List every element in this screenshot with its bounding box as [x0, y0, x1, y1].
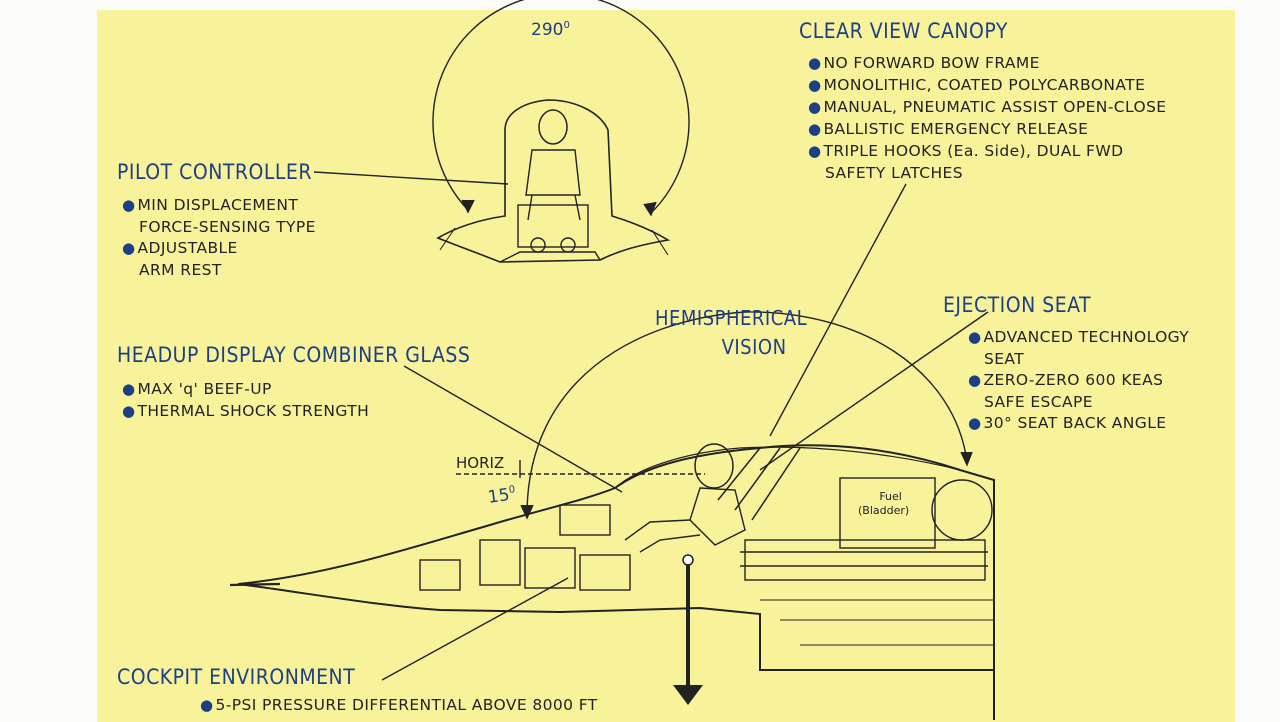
hemi-line-1: HEMISPHERICAL	[655, 306, 808, 330]
angle-290-label: 2900	[531, 20, 570, 40]
instrument-panel	[559, 504, 611, 536]
hemi-line-2: VISION	[721, 335, 787, 359]
bullet-text: FORCE-SENSING TYPE	[139, 218, 316, 236]
angle-value: 290	[531, 20, 564, 40]
hemispherical-label: HEMISPHERICAL VISION	[655, 304, 807, 362]
bullet-text: SEAT	[984, 349, 1025, 368]
canopy-bullets: ●NO FORWARD BOW FRAME ●MONOLITHIC, COATE…	[808, 52, 1167, 184]
bullet-dot-icon: ●	[808, 98, 822, 116]
bullet-text: ARM REST	[139, 261, 222, 279]
fuel-line-2: (Bladder)	[858, 504, 910, 517]
bullet-text: 30° SEAT BACK ANGLE	[983, 414, 1167, 432]
canopy-title: CLEAR VIEW CANOPY	[799, 19, 1008, 43]
degree-mark: 0	[563, 20, 570, 31]
pilot-controller-bullet-1: ●MIN DISPLACEMENT FORCE-SENSING TYPE	[122, 194, 316, 238]
gun-housing	[744, 539, 986, 581]
nose-probe	[229, 582, 281, 587]
pilot-controller-title: PILOT CONTROLLER	[117, 160, 312, 184]
bullet-text: ADVANCED TECHNOLOGY	[983, 328, 1190, 346]
pilot-side-helmet	[694, 443, 734, 489]
bullet-dot-icon: ●	[968, 414, 982, 432]
pilot-front-legs	[527, 194, 581, 221]
angle-value: 15	[486, 485, 511, 508]
bullet-text: BALLISTIC EMERGENCY RELEASE	[823, 120, 1089, 138]
arc-arrowhead-left	[461, 199, 475, 214]
front-view-lower	[499, 251, 601, 263]
ejection-seat-bullets: ●ADVANCED TECHNOLOGY SEAT ●ZERO-ZERO 600…	[968, 327, 1189, 435]
front-view-gauge-right	[560, 237, 576, 253]
bullet-dot-icon: ●	[968, 328, 982, 346]
hemi-arrowhead-right	[960, 451, 973, 467]
avionics-bay-4	[419, 559, 461, 591]
bullet-text: SAFE ESCAPE	[984, 392, 1093, 411]
pilot-side-legs	[624, 519, 701, 553]
bullet-dot-icon: ●	[122, 402, 136, 420]
bullet-text: MIN DISPLACEMENT	[137, 196, 299, 214]
engine-intake	[931, 479, 993, 541]
cockpit-env-title: COCKPIT ENVIRONMENT	[117, 665, 356, 689]
hemi-arrowhead-left	[520, 504, 534, 520]
ejection-seat-title: EJECTION SEAT	[943, 293, 1091, 317]
pointer-ejection-seat	[759, 311, 989, 471]
degree-mark: 0	[508, 484, 516, 496]
lower-body-structure	[760, 599, 994, 646]
pointer-canopy	[769, 183, 907, 437]
bullet-dot-icon: ●	[808, 120, 822, 138]
bullet-text: MONOLITHIC, COATED POLYCARBONATE	[823, 76, 1146, 94]
pointer-cockpit-env	[381, 577, 569, 681]
pilot-side-torso	[689, 487, 746, 546]
fuel-bladder-label: Fuel (Bladder)	[858, 490, 909, 518]
ejection-arrow-base	[682, 554, 694, 566]
arrow-down-icon	[673, 685, 703, 705]
pointer-hud	[403, 365, 623, 493]
fuel-bladder	[839, 477, 936, 549]
front-view-console	[517, 204, 589, 248]
bullet-dot-icon: ●	[808, 54, 822, 72]
pointer-pilot-controller	[313, 171, 509, 185]
gun-barrel	[740, 551, 988, 567]
horiz-label: HORIZ	[456, 454, 505, 472]
bullet-dot-icon: ●	[122, 196, 136, 214]
bullet-text: MANUAL, PNEUMATIC ASSIST OPEN-CLOSE	[823, 98, 1167, 116]
bullet-text: TRIPLE HOOKS (Ea. Side), DUAL FWD	[823, 142, 1124, 160]
fuel-line-1: Fuel	[879, 490, 902, 503]
bullet-text: ZERO-ZERO 600 KEAS	[983, 371, 1164, 389]
side-canopy	[614, 446, 961, 489]
bullet-text: NO FORWARD BOW FRAME	[823, 54, 1040, 72]
cockpit-env-bullets: ●5-PSI PRESSURE DIFFERENTIAL ABOVE 8000 …	[200, 696, 598, 714]
bullet-dot-icon: ●	[122, 380, 136, 398]
bullet-dot-icon: ●	[808, 76, 822, 94]
front-view-gauge-left	[530, 237, 546, 253]
diagram-sheet	[97, 10, 1235, 722]
front-view-canopy	[436, 99, 671, 263]
bullet-dot-icon: ●	[968, 371, 982, 389]
arc-arrowhead-right	[643, 201, 657, 217]
vision-arc-290	[432, 0, 690, 215]
bullet-text: THERMAL SHOCK STRENGTH	[137, 402, 370, 420]
bullet-dot-icon: ●	[122, 239, 136, 257]
bullet-dot-icon: ●	[200, 696, 214, 714]
avionics-bay-2	[524, 547, 576, 589]
hud-title: HEADUP DISPLAY COMBINER GLASS	[117, 343, 471, 367]
bullet-text: 5-PSI PRESSURE DIFFERENTIAL ABOVE 8000 F…	[215, 696, 598, 714]
bullet-text: MAX 'q' BEEF-UP	[137, 380, 272, 398]
bullet-text: SAFETY LATCHES	[825, 164, 963, 182]
hud-bullets: ●MAX 'q' BEEF-UP ●THERMAL SHOCK STRENGTH	[122, 378, 369, 422]
seat-rails	[717, 447, 801, 521]
pilot-controller-bullet-2: ●ADJUSTABLE ARM REST	[122, 237, 238, 281]
pilot-front-body	[525, 149, 581, 196]
bullet-text: ADJUSTABLE	[137, 239, 238, 257]
fuselage-lower	[237, 583, 994, 671]
pilot-front-helmet	[538, 109, 568, 145]
vision-arc-hemispherical	[526, 311, 968, 516]
bullet-dot-icon: ●	[808, 142, 822, 160]
avionics-bay-3	[579, 554, 631, 591]
avionics-bay-1	[479, 539, 521, 586]
